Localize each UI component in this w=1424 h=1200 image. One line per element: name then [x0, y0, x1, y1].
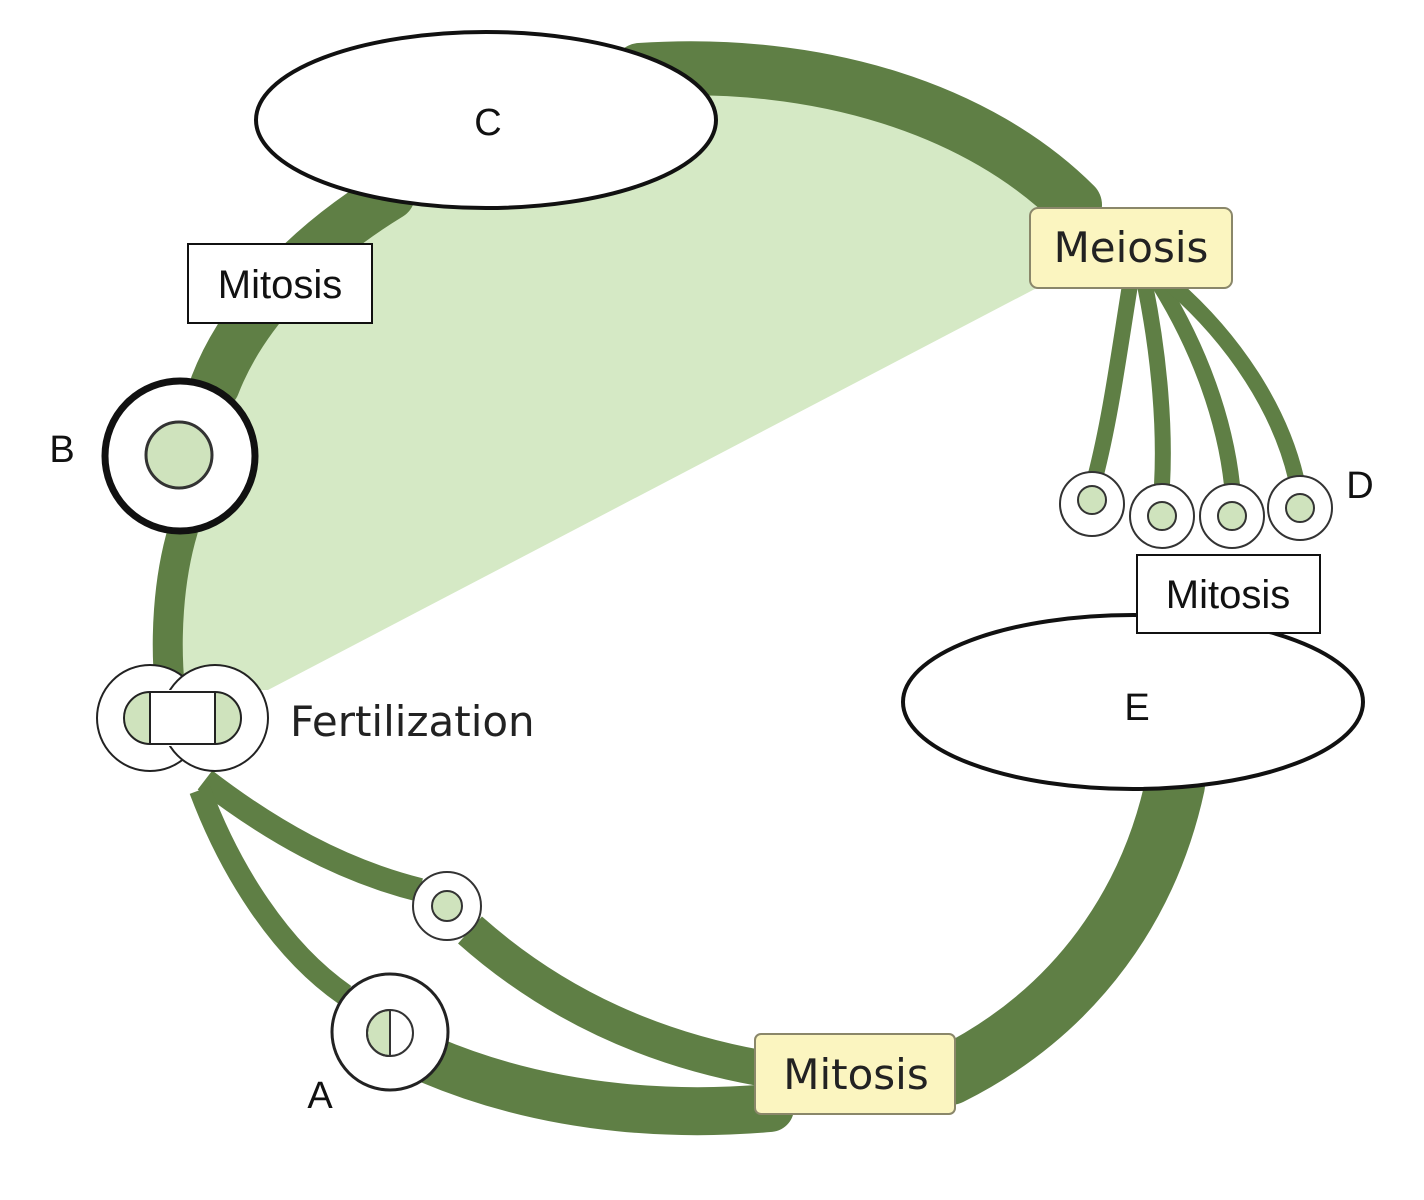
letter-d: D: [1346, 465, 1373, 507]
letter-b: B: [49, 429, 74, 471]
ring-arc-left: [152, 515, 198, 705]
strand-2: [1137, 277, 1171, 493]
branch-to-spore-small: [197, 770, 423, 902]
haploid-phase-region: [178, 70, 1070, 690]
strand-1: [1087, 277, 1138, 486]
fertilization-branches: [189, 770, 764, 1086]
fertilization-cells: [96, 664, 269, 772]
strand-3: [1152, 277, 1240, 493]
cell-b-nucleus: [144, 420, 214, 490]
ellipse-c-label: C: [474, 102, 501, 144]
mitosis-right-label: Mitosis: [1166, 573, 1290, 617]
fertilization-label: Fertilization: [290, 697, 535, 746]
d-cells: [1059, 471, 1333, 549]
ring-arc-bottom-outer: [406, 1036, 794, 1136]
ellipse-e: [901, 613, 1365, 791]
mitosis-bottom-label: Mitosis: [783, 1050, 929, 1099]
meiosis-box: [1029, 207, 1233, 289]
spore-small-nucleus: [431, 890, 463, 922]
meiosis-label: Meiosis: [1054, 223, 1209, 272]
mitosis-right-box: [1136, 554, 1321, 634]
meiosis-strands: [1087, 277, 1304, 493]
life-cycle-ring: [152, 41, 1205, 1136]
ring-arc-bottom-right: [920, 755, 1205, 1105]
ring-arc-top-right: [613, 41, 1102, 232]
mitosis-left-box: [187, 243, 373, 324]
mitosis-left-label: Mitosis: [218, 263, 342, 307]
letter-a: A: [307, 1075, 333, 1117]
mitosis-bottom-box: [754, 1033, 956, 1115]
branch-spore-to-mitosis: [458, 916, 764, 1086]
strand-4: [1164, 277, 1304, 486]
branch-to-spore-a: [189, 786, 352, 1005]
ellipse-c: [254, 30, 718, 210]
ellipse-e-label: E: [1124, 687, 1149, 729]
